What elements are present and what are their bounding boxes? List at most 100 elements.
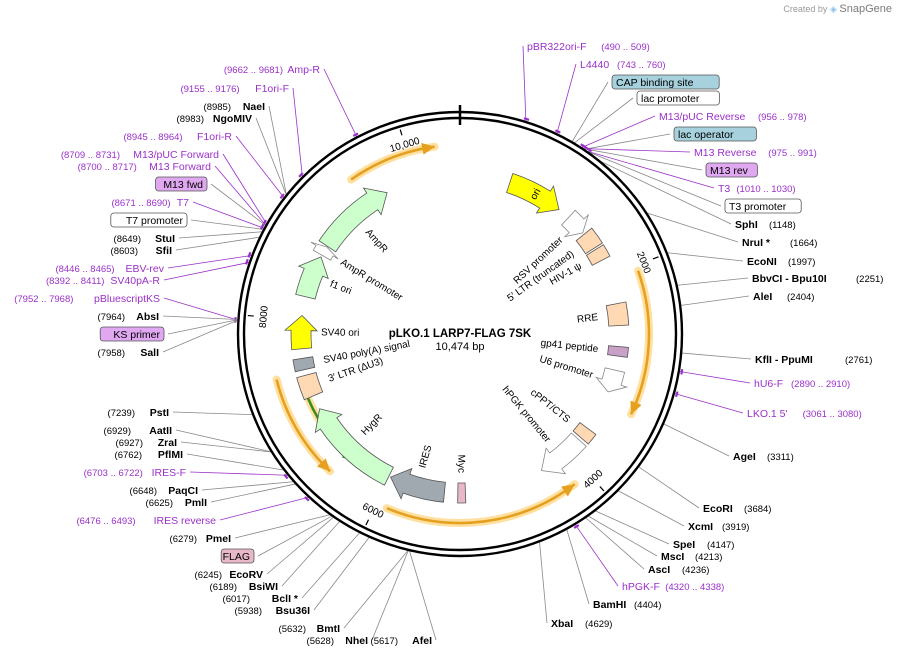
label-coord: (9155 .. 9176) xyxy=(180,84,239,95)
label-coord: (2251) xyxy=(856,274,883,285)
label-box xyxy=(611,74,720,90)
label-text: AscI xyxy=(648,564,670,576)
leader-paqci xyxy=(201,481,294,491)
label-text: T7 promoter xyxy=(126,215,184,227)
snapgene-logo-icon: ◈ xyxy=(829,4,837,14)
leader-kfli-ppumi xyxy=(682,352,752,360)
label-text: NheI xyxy=(345,635,368,647)
leader-f1ori-r xyxy=(235,135,285,198)
label-text: lac promoter xyxy=(641,93,700,105)
leader-cap-binding-site xyxy=(571,81,609,142)
label-coord: (7964) xyxy=(98,312,125,323)
primer-mark xyxy=(523,117,530,121)
label-text: FLAG xyxy=(223,551,250,563)
feature-ori: ori xyxy=(506,172,560,214)
feature-tag-t3-promoter: T3 promoter xyxy=(724,198,802,214)
orange-arc-head xyxy=(421,142,435,155)
site-pmei: PmeI(6279) xyxy=(170,533,232,545)
label-text: PstI xyxy=(150,407,169,419)
label-coord: (5938) xyxy=(235,606,262,617)
feature-arrow xyxy=(506,172,560,214)
site-econi: EcoNI(1997) xyxy=(747,256,815,268)
tick-mark xyxy=(399,129,403,136)
label-coord: (743 .. 760) xyxy=(617,60,666,71)
label-coord: (4320 .. 4338) xyxy=(665,582,724,593)
leader-t7 xyxy=(192,201,264,229)
label-coord: (8603) xyxy=(111,246,138,257)
primer-ebv-rev: EBV-rev(8446 .. 8465) xyxy=(55,263,164,275)
primer-mark xyxy=(586,147,593,153)
feature-ampr: AmpR xyxy=(318,187,389,255)
site-bamhi: BamHI(4404) xyxy=(593,599,661,611)
leader-l4440 xyxy=(556,63,577,134)
label-text: Amp-R xyxy=(287,64,320,76)
leader-bmti xyxy=(343,550,408,629)
label-coord: (6762) xyxy=(115,450,142,461)
label-coord: (975 .. 991) xyxy=(768,148,817,159)
label-text: ZraI xyxy=(158,437,177,449)
site-ecorv: EcoRV(6245) xyxy=(195,569,263,581)
primer-pbr322ori-f: pBR322ori-F(490 .. 509) xyxy=(527,41,650,53)
label-text: PaqCI xyxy=(168,485,198,497)
leader-ecori xyxy=(638,466,700,509)
label-text: M13 Forward xyxy=(149,161,211,173)
feature-label: hPGK promoter xyxy=(500,384,553,445)
primer-mark xyxy=(245,258,249,265)
label-coord: (2404) xyxy=(787,292,814,303)
feature-arrow xyxy=(314,408,394,486)
feature-body xyxy=(457,482,467,504)
label-text: M13 fwd xyxy=(163,179,203,191)
label-box xyxy=(636,90,720,106)
label-text: F1ori-R xyxy=(197,131,232,143)
label-text: AfeI xyxy=(412,635,432,647)
label-text: StuI xyxy=(155,233,175,245)
site-bcli: BclI *(6017) xyxy=(223,593,299,605)
primer-mark xyxy=(674,391,679,398)
feature-label: Myc xyxy=(455,455,466,473)
site-aatii: AatII(6929) xyxy=(104,425,173,437)
primer-mark xyxy=(298,172,304,178)
primer-mark xyxy=(680,368,684,375)
label-text: XbaI xyxy=(551,618,573,630)
leader-alei xyxy=(681,295,750,306)
label-box xyxy=(724,198,802,214)
label-text: CAP binding site xyxy=(616,77,694,89)
primer-mark xyxy=(247,251,252,258)
leader-ecorv xyxy=(266,517,334,575)
site-ecori: EcoRI(3684) xyxy=(703,503,771,515)
label-text: PmeI xyxy=(206,533,231,545)
label-text: PflMI xyxy=(158,449,183,461)
label-text: NaeI xyxy=(243,101,265,113)
label-coord: (8392 .. 8411) xyxy=(46,276,104,287)
primer-sv40pa-r: SV40pA-R(8392 .. 8411) xyxy=(46,275,160,287)
leader-spei xyxy=(595,510,670,545)
leader-aatii xyxy=(175,429,271,453)
primer-mark xyxy=(279,193,285,199)
tick-mark xyxy=(652,256,659,260)
leader-agei xyxy=(663,423,730,457)
label-coord: (3684) xyxy=(744,504,771,515)
leader-sfii xyxy=(175,236,260,251)
site-nhei: NheI(5628) xyxy=(307,635,369,647)
site-sfii: SfiI(8603) xyxy=(111,245,173,257)
site-pflmi: PflMI (6762) xyxy=(115,449,184,461)
site-afei: AfeI(5617) xyxy=(371,635,433,647)
feature-arrow xyxy=(318,187,388,253)
label-text: BmtI xyxy=(317,623,340,635)
tick-mark xyxy=(247,314,254,317)
leader-sphi xyxy=(601,161,732,225)
label-text: SpeI xyxy=(673,539,695,551)
leader-xbai xyxy=(539,542,548,624)
orange-arc-head xyxy=(316,458,331,472)
label-coord: (8446 .. 8465) xyxy=(55,264,114,275)
site-absi: AbsI(7964) xyxy=(98,311,160,323)
label-text: BbvCI - Bpu10I xyxy=(752,273,827,285)
leader-naei xyxy=(268,105,287,195)
leader-nhei xyxy=(371,550,409,641)
tick-label: 4000 xyxy=(582,468,606,491)
label-coord: (8945 .. 8964) xyxy=(123,132,182,143)
label-coord: (4213) xyxy=(695,552,722,563)
label-coord: (6017) xyxy=(223,594,250,605)
primer-m13-forward: M13 Forward(8700 .. 8717) xyxy=(78,161,212,173)
